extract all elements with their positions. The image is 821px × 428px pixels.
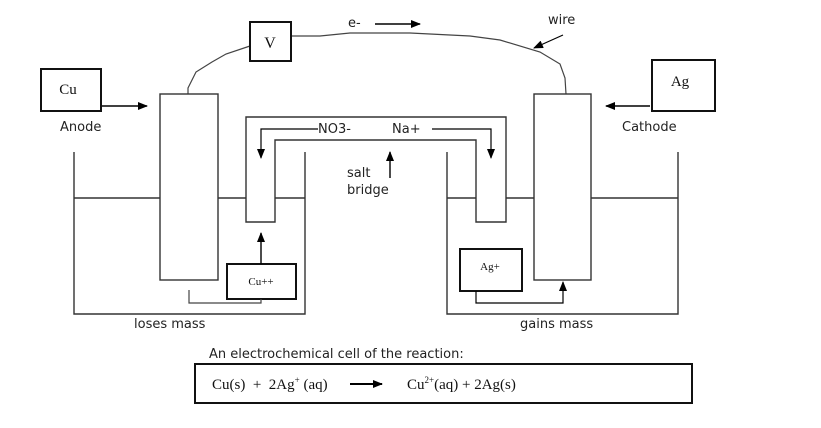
cathode-beaker bbox=[446, 152, 679, 315]
wire-right bbox=[291, 32, 567, 95]
anode-electrode bbox=[159, 93, 219, 281]
anion-flow-arrow bbox=[257, 128, 318, 159]
cation-flow-arrow bbox=[432, 128, 495, 159]
voltmeter-label: V bbox=[264, 35, 276, 52]
anode-ion-label: Cu++ bbox=[248, 276, 273, 288]
salt-bridge-label-line1: salt bbox=[347, 166, 370, 181]
wire-left bbox=[187, 45, 251, 94]
salt-bridge-label-line2: bridge bbox=[347, 183, 389, 198]
wire-pointer-arrow bbox=[533, 34, 564, 49]
cathode-ion-flow-arrow bbox=[475, 281, 567, 304]
cathode-electrode bbox=[533, 93, 592, 281]
voltmeter: V bbox=[249, 21, 292, 62]
reaction-equation-box: Cu(s) + 2Ag+ (aq) Cu2+(aq) + 2Ag(s) bbox=[194, 363, 693, 404]
anode-metal-label: Cu bbox=[59, 82, 77, 98]
cathode-ion-label: Ag+ bbox=[480, 261, 500, 273]
anode-label: Anode bbox=[60, 120, 101, 135]
wire-label: wire bbox=[548, 13, 575, 28]
cathode-label: Cathode bbox=[622, 120, 677, 135]
caption: An electrochemical cell of the reaction: bbox=[209, 347, 464, 362]
cathode-mass-label: gains mass bbox=[520, 317, 593, 332]
salt-bridge bbox=[245, 116, 507, 223]
cathode-ion-box: Ag+ bbox=[459, 248, 523, 292]
equation-left: Cu(s) + 2Ag+ (aq) bbox=[212, 375, 328, 393]
cathode-metal-box: Ag bbox=[651, 59, 716, 112]
anode-beaker bbox=[73, 152, 306, 315]
anode-ion-connector bbox=[188, 290, 262, 304]
anion-label: NO3- bbox=[318, 122, 351, 137]
anode-metal-box: Cu bbox=[40, 68, 102, 112]
cathode-metal-label: Ag bbox=[671, 74, 690, 90]
electron-label: e- bbox=[348, 16, 361, 31]
anode-mass-label: loses mass bbox=[134, 317, 206, 332]
anode-ion-box: Cu++ bbox=[226, 263, 297, 300]
equation-right: Cu2+(aq) + 2Ag(s) bbox=[407, 375, 516, 393]
cation-label: Na+ bbox=[392, 122, 421, 137]
